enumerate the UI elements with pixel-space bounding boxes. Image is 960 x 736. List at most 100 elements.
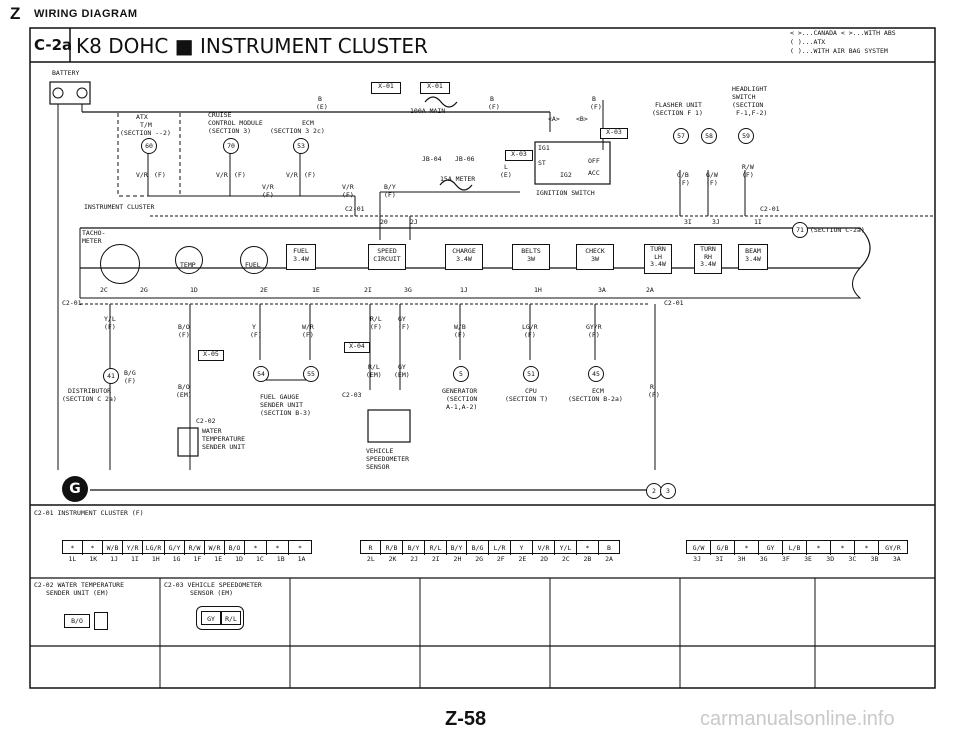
c203-cell: R/L <box>221 611 241 625</box>
b2-cell: Y <box>511 541 533 555</box>
b2-cell: V/R <box>533 541 555 555</box>
b3-cell: * <box>831 541 855 555</box>
pin-bottom-1e: 1E <box>312 286 320 294</box>
b2-pin: 2J <box>410 555 419 563</box>
tachometer-gauge <box>100 244 140 284</box>
wire-vr-1: V/R <box>136 171 148 179</box>
canada-a: <A> <box>548 115 560 123</box>
wire-rl: R/L <box>370 315 382 323</box>
wire-yl-loc: (F) <box>104 323 116 331</box>
b2-pin: 2G <box>475 555 484 563</box>
temp-gauge-label: TEMP <box>180 261 196 269</box>
wire-gy: GY <box>398 315 406 323</box>
ecm-section-label: (SECTION 3 2c) <box>270 127 325 135</box>
wire-vr-3-loc: (F) <box>304 171 316 179</box>
b2-pin: 2C <box>561 555 570 563</box>
belts-lamp: BELTS 3W <box>512 244 550 270</box>
b2-pin: 2D <box>540 555 548 563</box>
c202-cell: B/O <box>64 614 90 628</box>
b2-cell: L/R <box>489 541 511 555</box>
pin-bottom-3a: 3A <box>598 286 606 294</box>
wire-r-loc: (F) <box>648 391 660 399</box>
flasher-label-2: (SECTION F 1) <box>652 109 703 117</box>
turn-rh-lamp: TURN RH 3.4W <box>694 244 722 274</box>
beam-lamp-watt: 3.4W <box>745 254 761 263</box>
wire-r: R <box>650 383 654 391</box>
wire-b-e: B <box>318 95 322 103</box>
wire-vr-1-loc: (F) <box>154 171 166 179</box>
b1-pin: 1J <box>110 555 118 563</box>
wire-rl-em-loc: (EM) <box>366 371 382 379</box>
wire-wb: W/B <box>454 323 466 331</box>
wire-gyr-loc: (F) <box>588 331 600 339</box>
connector-circle-71: 71 <box>792 222 808 238</box>
b2-cell: R/L <box>425 541 447 555</box>
acc-label: ACC <box>588 169 600 177</box>
b2-pin: 2E <box>518 555 527 563</box>
connector-x03: X-03 <box>600 128 628 139</box>
connector-circle-57: 57 <box>673 128 689 144</box>
ecm-label: ECM <box>302 119 314 127</box>
ig2-label: IG2 <box>560 171 572 179</box>
b1-cell: * <box>298 544 302 552</box>
vss-label-3: SENSOR <box>366 463 390 471</box>
wire-bg: B/G <box>124 369 136 377</box>
connector-circle-70: 70 <box>223 138 239 154</box>
charge-lamp-watt: 3.4W <box>456 254 472 263</box>
wire-vr-3: V/R <box>286 171 298 179</box>
cruise-label-1: CRUISE <box>208 111 232 119</box>
check-lamp: CHECK 3W <box>576 244 614 270</box>
cruise-label-3: (SECTION 3) <box>208 127 252 135</box>
connector-circle-54: 54 <box>253 366 269 382</box>
b3-pin: 3I <box>715 555 724 563</box>
pin-bottom-2i: 2I <box>364 286 372 294</box>
b1-pin: 1C <box>255 555 264 563</box>
connector-circle-45: 45 <box>588 366 604 382</box>
connector-circle-59: 59 <box>738 128 754 144</box>
b2-pin: 2L <box>366 555 375 563</box>
b1-cell: B/O <box>225 541 245 555</box>
connector-x05: X-05 <box>198 350 224 361</box>
wire-rw: R/W <box>742 163 754 171</box>
speed-circuit-box: SPEED CIRCUIT <box>368 244 406 270</box>
b2-pin: 2B <box>583 555 592 563</box>
flasher-label-1: FLASHER UNIT <box>655 101 702 109</box>
check-lamp-watt: 3W <box>591 254 599 263</box>
b3-pin: 3D <box>826 555 835 563</box>
wire-gw: G/W <box>706 171 718 179</box>
distributor-label-2: (SECTION C 2a) <box>62 395 117 403</box>
b1-pin: 1B <box>276 555 285 563</box>
b1-pin: 1H <box>151 555 160 563</box>
c203-connector: GY R/L <box>196 606 244 630</box>
c202-table-title-2: SENDER UNIT (EM) <box>46 589 109 597</box>
b3-cell: GY/R <box>885 544 901 552</box>
c201-top-right: C2-01 <box>760 205 780 213</box>
water-label-2: TEMPERATURE <box>202 435 246 443</box>
tacho-label-1: TACHO- <box>82 229 106 237</box>
ecm-lower-label-1: ECM <box>592 387 604 395</box>
turn-rh-watt: 3.4W <box>700 260 716 268</box>
water-label-1: WATER <box>202 427 222 435</box>
b2-pin: 2A <box>605 555 613 563</box>
b3-pin: 3B <box>870 555 879 563</box>
wiring-diagram-heading: WIRING DIAGRAM <box>34 8 138 20</box>
pin-top-3j: 3J <box>712 218 720 226</box>
c201-block-1: * * W/B Y/R LG/R G/Y R/W W/R B/O * * * <box>62 540 312 555</box>
wire-b-f: B <box>490 95 494 103</box>
b3-pin: 3H <box>737 555 746 563</box>
c201-block-1-pins: 1L 1K 1J 1I 1H 1G 1F 1E 1D 1C 1B 1A <box>62 555 312 564</box>
section-tag: C-2a <box>34 36 73 54</box>
fuel-gauge <box>240 246 268 274</box>
instrument-cluster-label: INSTRUMENT CLUSTER <box>84 203 155 211</box>
wire-gy-em: GY <box>398 363 406 371</box>
headlight-label-4: F-1,F-2) <box>736 109 768 117</box>
wire-wr-loc: (F) <box>302 331 314 339</box>
atx-label: ATX <box>136 113 148 121</box>
wire-vr-2: V/R <box>216 171 228 179</box>
wire-wr: W/R <box>302 323 314 331</box>
wire-bg-loc: (F) <box>124 377 136 385</box>
b1-cell: * <box>63 541 83 555</box>
wire-rl-loc: (F) <box>370 323 382 331</box>
meter-fuse-label: 15A METER <box>440 175 476 183</box>
canada-b: <B> <box>576 115 588 123</box>
